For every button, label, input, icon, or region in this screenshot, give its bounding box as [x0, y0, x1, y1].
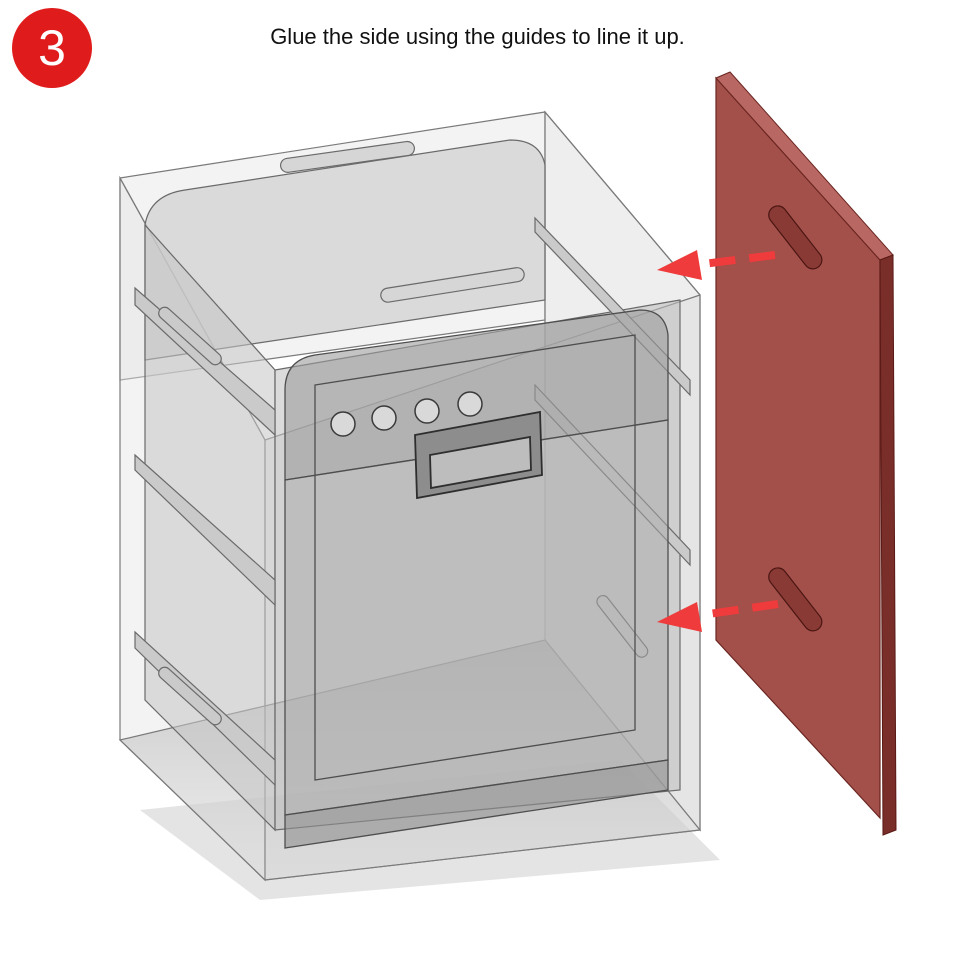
drawer-handle: [414, 410, 543, 500]
top-rails: [279, 140, 525, 303]
guide-slot-top: [768, 205, 823, 270]
button-1: [330, 411, 356, 437]
instruction-text: Glue the side using the guides to line i…: [0, 24, 959, 50]
left-rails: [134, 286, 276, 787]
guide-slot-bottom: [768, 567, 823, 632]
instruction-label: Glue the side using the guides to line i…: [270, 24, 685, 49]
drawer-front: [284, 309, 669, 849]
side-panel: [715, 71, 897, 836]
step-number: 3: [38, 20, 66, 76]
button-2: [371, 405, 397, 431]
alignment-arrow-bottom: [657, 600, 779, 632]
step-number-badge: 3: [12, 8, 92, 88]
button-3: [414, 398, 440, 424]
button-4: [457, 391, 483, 417]
alignment-arrow-top: [657, 250, 776, 280]
control-buttons: [330, 391, 483, 437]
